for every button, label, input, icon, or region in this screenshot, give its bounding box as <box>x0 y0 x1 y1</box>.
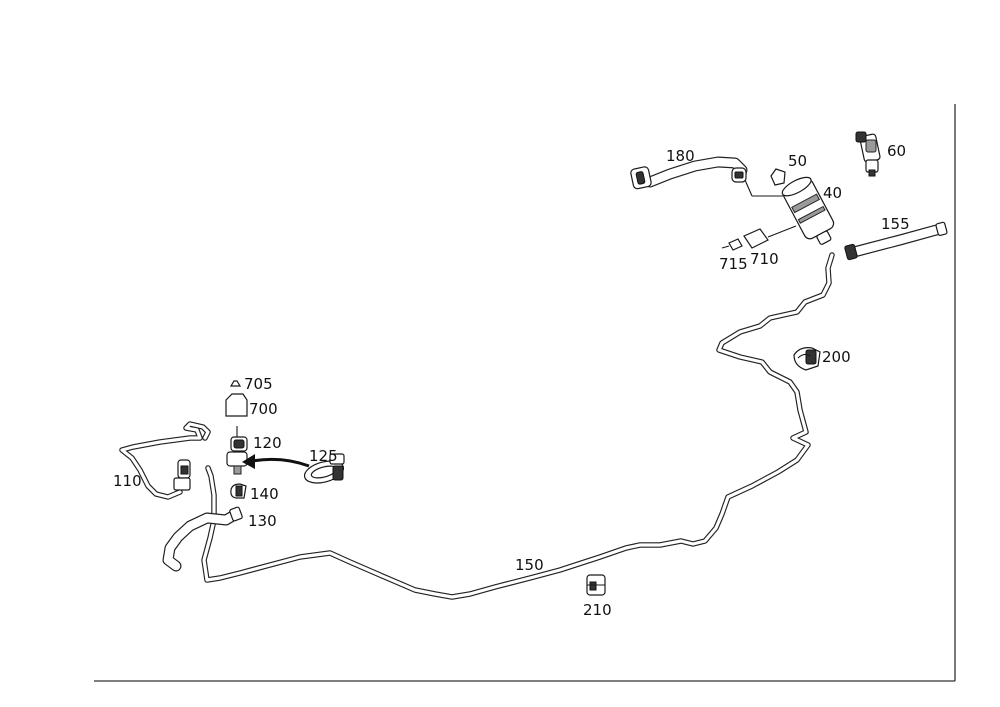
arrow-125-to-120 <box>242 454 310 469</box>
callout-125: 125 <box>309 447 338 465</box>
fuel-line-150 <box>201 252 835 600</box>
part-60-valve <box>855 131 881 177</box>
callout-50: 50 <box>788 152 807 170</box>
callout-130: 130 <box>248 512 277 530</box>
hose-180 <box>630 156 748 190</box>
part-705-pin <box>229 380 242 387</box>
part-210-holder <box>586 574 606 596</box>
callout-110: 110 <box>113 472 142 490</box>
part-50-cap <box>744 168 786 197</box>
part-200-clip <box>793 347 821 371</box>
callout-210: 210 <box>583 601 612 619</box>
callout-705: 705 <box>244 375 273 393</box>
callout-715: 715 <box>719 255 748 273</box>
callout-710: 710 <box>750 250 779 268</box>
part-710-connector <box>743 225 797 249</box>
hose-155 <box>844 221 948 261</box>
part-715-pin <box>721 238 743 251</box>
part-110-valve <box>173 459 191 491</box>
part-125-clamp-ring <box>303 453 345 484</box>
callout-150: 150 <box>515 556 544 574</box>
callout-120: 120 <box>253 434 282 452</box>
part-140-clamp <box>230 483 247 499</box>
hose-130 <box>162 506 243 572</box>
callout-140: 140 <box>250 485 279 503</box>
callout-40: 40 <box>823 184 842 202</box>
part-40-filter <box>781 176 835 245</box>
callout-700: 700 <box>249 400 278 418</box>
callout-60: 60 <box>887 142 906 160</box>
callout-155: 155 <box>881 215 910 233</box>
fuel-line-110 <box>119 421 211 500</box>
part-120-sensor <box>226 426 248 475</box>
callout-200: 200 <box>822 348 851 366</box>
part-700-plug <box>225 393 248 417</box>
callout-180: 180 <box>666 147 695 165</box>
